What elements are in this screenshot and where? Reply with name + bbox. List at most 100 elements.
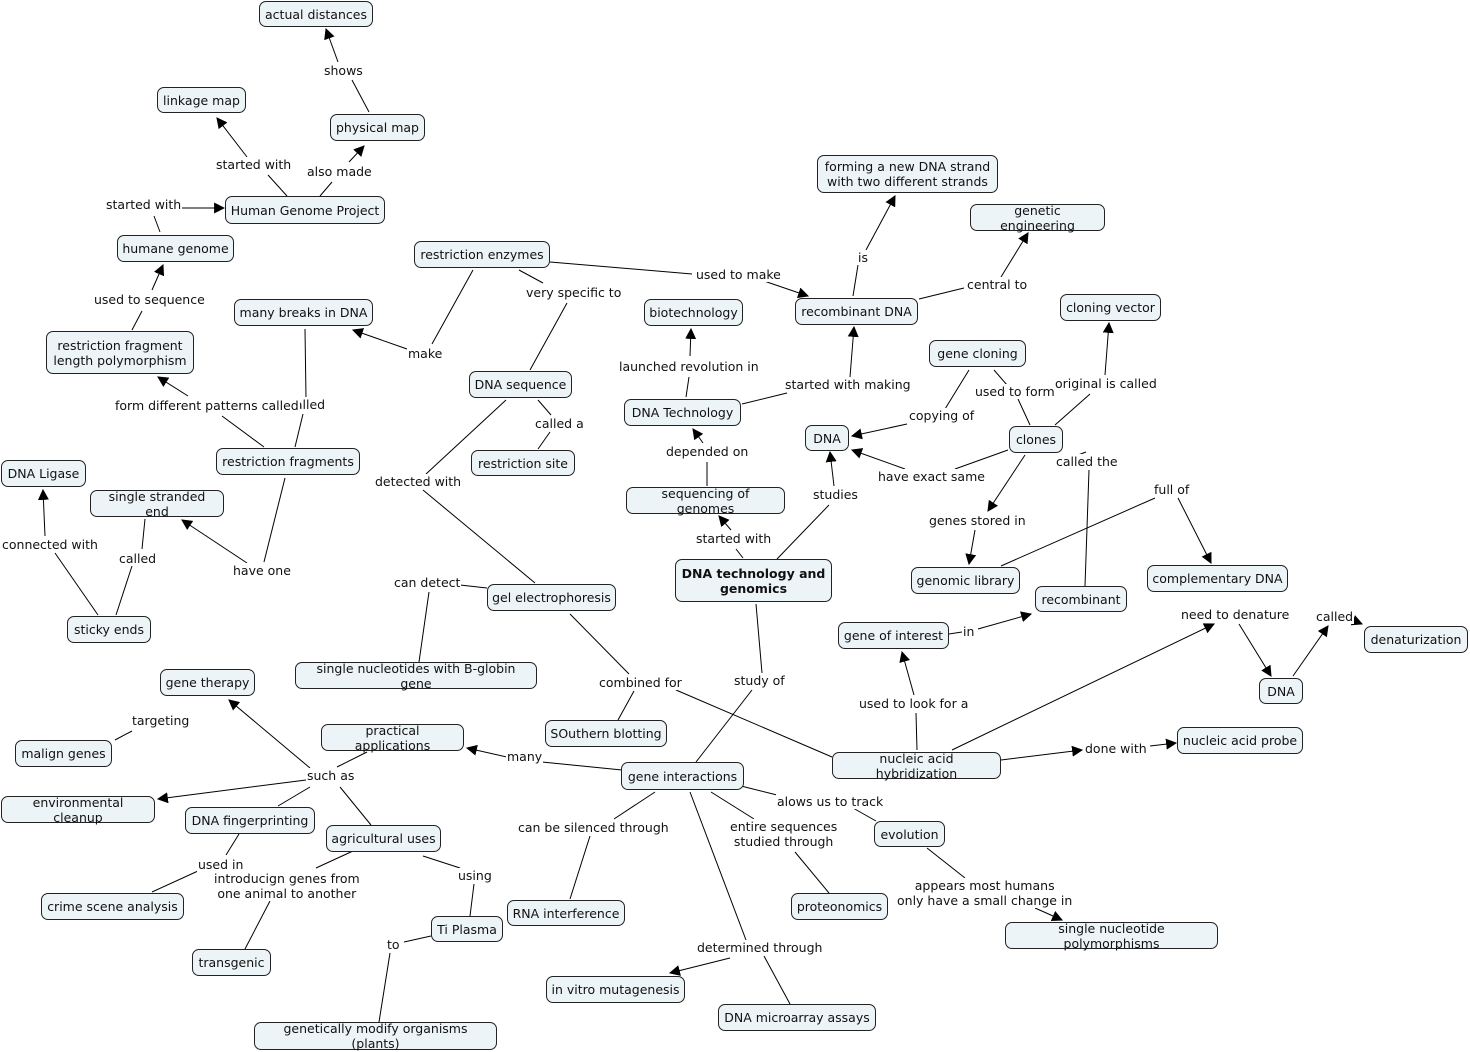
- link-label: started with making: [784, 377, 912, 392]
- link-label: genes stored in: [928, 513, 1027, 528]
- concept-genetic-engineering[interactable]: genetic engineering: [970, 203, 1105, 233]
- connector-line: [549, 261, 693, 275]
- connector-arrow: [825, 450, 837, 487]
- connector-line: [1054, 393, 1091, 426]
- connector-arrow: [850, 448, 906, 470]
- connector-line: [221, 415, 265, 448]
- concept-dna[interactable]: DNA: [1259, 678, 1303, 704]
- concept-rna-interference[interactable]: RNA interference: [507, 900, 625, 926]
- concept-dna-technology[interactable]: DNA Technology: [624, 399, 741, 426]
- connector-arrow: [865, 195, 896, 251]
- concept-gene-cloning[interactable]: gene cloning: [929, 340, 1026, 367]
- link-label: entire sequences studied through: [729, 819, 839, 849]
- concept-complementary-dna[interactable]: complementary DNA: [1147, 565, 1288, 592]
- concept-cloning-vector[interactable]: cloning vector: [1060, 294, 1161, 321]
- connector-line: [852, 264, 859, 297]
- link-label: studies: [812, 487, 859, 502]
- concept-linkage-map[interactable]: linkage map: [157, 87, 246, 113]
- connector-line: [948, 631, 963, 635]
- connector-arrow: [157, 376, 189, 397]
- concept-ti-plasma[interactable]: Ti Plasma: [431, 916, 503, 942]
- link-label: introducign genes from one animal to ano…: [213, 871, 361, 901]
- concept-forming-new-dna-strand[interactable]: forming a new DNA strand with two differ…: [817, 155, 998, 193]
- connector-line: [114, 730, 133, 741]
- link-label: have exact same: [877, 469, 986, 484]
- connector-line: [267, 174, 288, 197]
- connector-arrow: [847, 325, 859, 378]
- concept-agricultural-uses[interactable]: agricultural uses: [326, 825, 441, 852]
- link-label: is: [857, 250, 869, 265]
- concept-gene-therapy[interactable]: gene therapy: [160, 669, 255, 696]
- concept-environmental-cleanup[interactable]: environmental cleanup: [1, 795, 155, 825]
- concept-evolution[interactable]: evolution: [874, 821, 945, 847]
- concept-genetically-modify-organisms[interactable]: genetically modify organisms (plants): [254, 1021, 497, 1051]
- connector-arrow: [37, 488, 49, 537]
- concept-dna-ligase[interactable]: DNA Ligase: [1, 460, 86, 487]
- concept-single-stranded-end[interactable]: single stranded end: [90, 489, 224, 519]
- link-label: using: [457, 868, 493, 883]
- concept-in-vitro-mutagenesis[interactable]: in vitro mutagenesis: [546, 976, 685, 1003]
- concept-transgenic[interactable]: transgenic: [192, 949, 271, 976]
- concept-dna[interactable]: DNA: [805, 425, 849, 451]
- concept-actual-distances[interactable]: actual distances: [259, 1, 373, 27]
- concept-sequencing-of-genomes[interactable]: sequencing of genomes: [626, 486, 785, 516]
- concept-gene-of-interest[interactable]: gene of interest: [838, 622, 949, 649]
- concept-crime-scene-analysis[interactable]: crime scene analysis: [41, 893, 184, 920]
- concept-sticky-ends[interactable]: sticky ends: [67, 616, 151, 643]
- concept-dna-technology-and-genomics[interactable]: DNA technology and genomics: [675, 559, 832, 602]
- concept-many-breaks-in-dna[interactable]: many breaks in DNA: [234, 299, 373, 326]
- connector-line: [518, 269, 544, 284]
- connector-line: [685, 376, 690, 398]
- connector-arrow: [465, 744, 512, 759]
- concept-gene-interactions[interactable]: gene interactions: [621, 762, 744, 790]
- concept-restriction-enzymes[interactable]: restriction enzymes: [414, 241, 550, 268]
- concept-nucleic-acid-hybridization[interactable]: nucleic acid hybridization: [832, 751, 1001, 781]
- connector-line: [431, 269, 474, 345]
- concept-malign-genes[interactable]: malign genes: [15, 740, 112, 767]
- concept-physical-map[interactable]: physical map: [330, 114, 425, 141]
- concept-dna-sequence[interactable]: DNA sequence: [469, 371, 572, 398]
- concept-dna-microarray-assays[interactable]: DNA microarray assays: [718, 1004, 876, 1031]
- link-label: have one: [232, 563, 292, 578]
- link-label: form different patterns called: [114, 398, 300, 413]
- concept-single-nucleotides-b-globin[interactable]: single nucleotides with B-globin gene: [295, 661, 537, 691]
- link-label: done with: [1084, 741, 1148, 756]
- connector-line: [537, 399, 552, 416]
- concept-nucleic-acid-probe[interactable]: nucleic acid probe: [1177, 727, 1303, 754]
- concept-proteonomics[interactable]: proteonomics: [791, 893, 888, 920]
- concept-biotechnology[interactable]: biotechnology: [644, 299, 743, 326]
- connector-line: [141, 518, 146, 550]
- connector-arrow: [351, 328, 408, 350]
- concept-southern-blotting[interactable]: SOuthern blotting: [545, 720, 667, 747]
- connector-line: [695, 689, 753, 763]
- link-label: launched revolution in: [618, 359, 760, 374]
- connector-line: [151, 870, 199, 893]
- concept-single-nucleotide-polymorphisms[interactable]: single nucleotide polymorphisms: [1005, 921, 1218, 951]
- concept-restriction-fragments[interactable]: restriction fragments: [216, 448, 360, 475]
- concept-gel-electrophoresis[interactable]: gel electrophoresis: [487, 584, 616, 611]
- concept-humane-genome[interactable]: humane genome: [117, 235, 234, 262]
- concept-dna-fingerprinting[interactable]: DNA fingerprinting: [185, 807, 315, 834]
- connector-line: [569, 613, 630, 675]
- concept-denaturization[interactable]: denaturization: [1364, 626, 1468, 653]
- concept-practical-applications[interactable]: practical applications: [321, 723, 464, 753]
- concept-human-genome-project[interactable]: Human Genome Project: [225, 196, 385, 224]
- connector-line: [675, 689, 833, 758]
- connector-line: [541, 761, 623, 771]
- concept-rflp[interactable]: restriction fragment length polymorphism: [46, 331, 194, 374]
- concept-genomic-library[interactable]: genomic library: [911, 567, 1020, 594]
- connector-line: [755, 603, 763, 674]
- link-label: can be silenced through: [517, 820, 670, 835]
- connector-line: [418, 591, 430, 663]
- connector-line: [336, 751, 368, 768]
- connector-arrow: [216, 117, 248, 158]
- link-label: shows: [323, 63, 364, 78]
- concept-restriction-site[interactable]: restriction site: [471, 450, 575, 476]
- concept-recombinant-dna[interactable]: recombinant DNA: [795, 298, 918, 325]
- connector-line: [741, 392, 788, 405]
- connector-arrow: [1000, 745, 1084, 761]
- connector-line: [710, 791, 755, 820]
- concept-clones[interactable]: clones: [1009, 426, 1063, 453]
- concept-recombinant[interactable]: recombinant: [1035, 586, 1127, 612]
- link-label: called the: [1055, 454, 1119, 469]
